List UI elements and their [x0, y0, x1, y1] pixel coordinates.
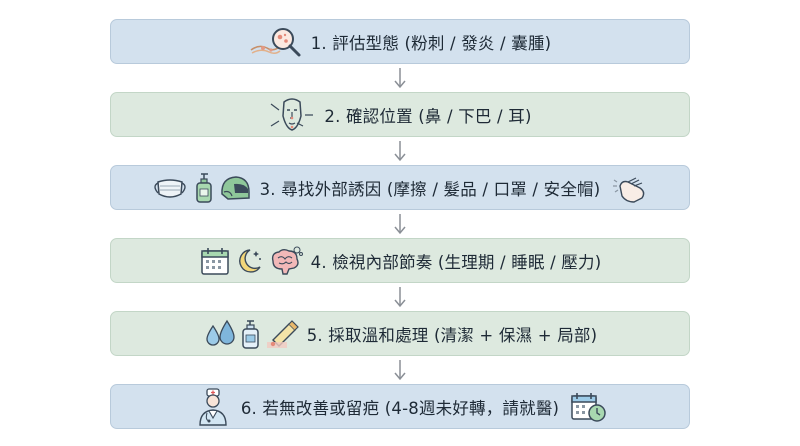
helmet-icon	[218, 172, 252, 204]
step-5: 5. 採取溫和處理 (清潔 + 保濕 + 局部)	[110, 311, 690, 356]
step-6-icons	[193, 387, 233, 427]
step-4: 4. 檢視內部節奏 (生理期 / 睡眠 / 壓力)	[110, 238, 690, 283]
step-4-label: 4. 檢視內部節奏 (生理期 / 睡眠 / 壓力)	[310, 252, 602, 272]
step-3-label: 3. 尋找外部誘因 (摩擦 / 髮品 / 口罩 / 安全帽)	[259, 179, 601, 199]
hand-friction-icon	[610, 172, 650, 204]
pump-bottle-icon	[193, 172, 215, 204]
step-1-icons	[249, 26, 303, 58]
calendar-clock-icon	[569, 391, 607, 423]
step-1: 1. 評估型態 (粉刺 / 發炎 / 囊腫)	[110, 19, 690, 64]
step-5-icons	[203, 318, 299, 350]
step-6-right-icons	[569, 391, 607, 423]
doctor-icon	[193, 387, 233, 427]
ointment-tube-icon	[265, 318, 299, 350]
step-6: 6. 若無改善或留疤 (4-8週未好轉，請就醫)	[110, 384, 690, 429]
step-2-label: 2. 確認位置 (鼻 / 下巴 / 耳)	[324, 106, 532, 126]
lotion-bottle-icon	[240, 318, 262, 350]
water-drops-icon	[203, 318, 237, 350]
moon-stars-icon	[234, 245, 264, 277]
mask-icon	[150, 172, 190, 204]
calendar-icon	[199, 245, 231, 277]
arrow-1	[393, 67, 407, 89]
arrow-3	[393, 213, 407, 235]
step-3: 3. 尋找外部誘因 (摩擦 / 髮品 / 口罩 / 安全帽)	[110, 165, 690, 210]
step-4-icons	[199, 245, 303, 277]
step-2: 2. 確認位置 (鼻 / 下巴 / 耳)	[110, 92, 690, 137]
step-2-icons	[268, 96, 316, 134]
arrow-4	[393, 286, 407, 308]
step-3-right-icons	[610, 172, 650, 204]
step-5-label: 5. 採取溫和處理 (清潔 + 保濕 + 局部)	[306, 325, 598, 345]
step-3-icons	[150, 172, 252, 204]
face-zones-icon	[268, 96, 316, 134]
brain-icon	[267, 245, 303, 277]
skin-magnifier-icon	[249, 26, 303, 58]
step-1-label: 1. 評估型態 (粉刺 / 發炎 / 囊腫)	[310, 33, 552, 53]
step-6-label: 6. 若無改善或留疤 (4-8週未好轉，請就醫)	[240, 398, 560, 418]
arrow-2	[393, 140, 407, 162]
arrow-5	[393, 359, 407, 381]
